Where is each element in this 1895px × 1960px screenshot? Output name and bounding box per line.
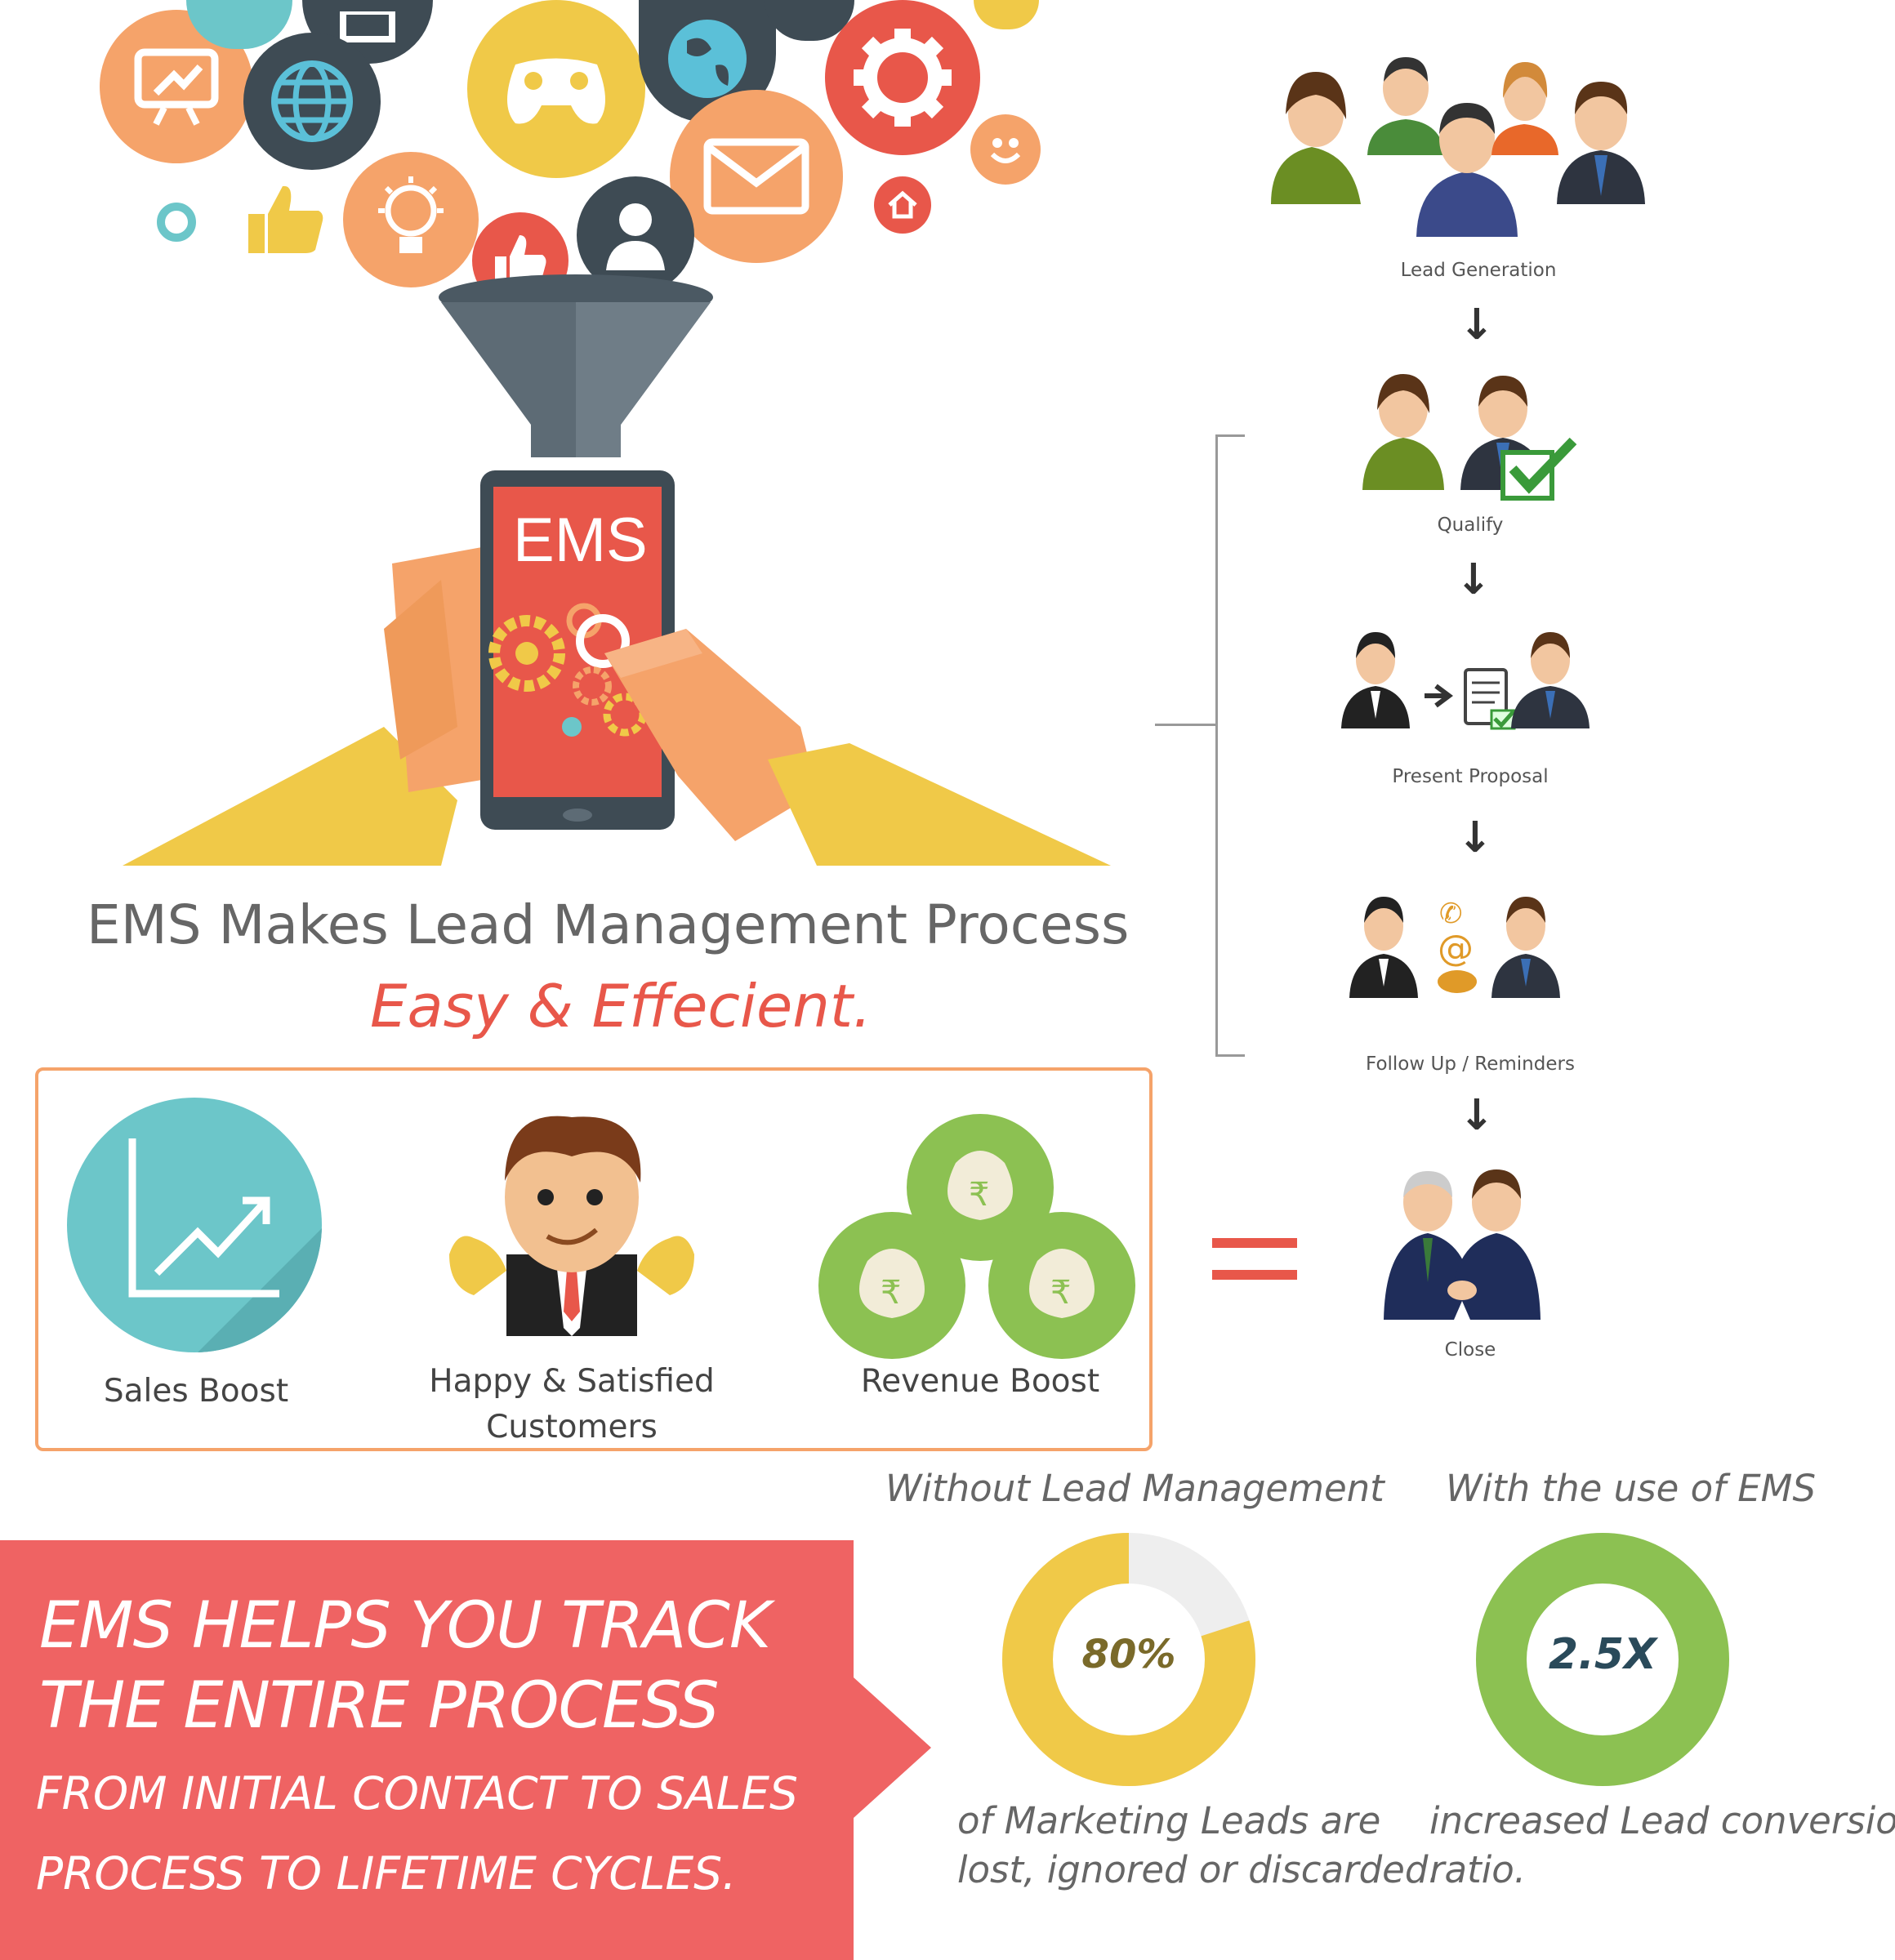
stat-with-desc-line1: increased Lead conversion: [1429, 1799, 1895, 1842]
flow-bracket-stem: [1155, 724, 1215, 726]
revenue-boost-icon: ₹ ₹ ₹: [817, 1114, 1135, 1359]
follow-up-icon: ✆ @: [1349, 897, 1560, 998]
home-icon: [874, 176, 931, 234]
flow-step-close: Close: [1444, 1339, 1496, 1361]
mail-icon: [670, 90, 843, 263]
stat-with-desc-line2: ratio.: [1429, 1848, 1527, 1891]
svg-text:₹: ₹: [969, 1176, 989, 1214]
banner-line2: THE ENTIRE PROCESS: [39, 1669, 720, 1743]
flow-bracket: [1215, 434, 1245, 1057]
stat-without-desc-line2: lost, ignored or discarded.: [957, 1848, 1440, 1891]
benefits-box: [35, 1067, 1153, 1451]
flow-step-present-proposal: Present Proposal: [1392, 766, 1549, 787]
equals-sign: [1212, 1238, 1297, 1248]
stat-with-donut: [1476, 1533, 1729, 1786]
stat-without-desc-line1: of Marketing Leads are: [957, 1799, 1381, 1842]
equals-sign-lower: [1212, 1270, 1297, 1280]
benefit-happy-label-line1: Happy & Satisfied: [429, 1363, 715, 1400]
phone-screen-label: EMS: [513, 506, 648, 575]
headline-subtitle: Easy & Effecient.: [369, 972, 872, 1040]
stat-with-title: With the use of EMS: [1446, 1467, 1817, 1510]
lightbulb-icon: [343, 152, 479, 287]
flow-arrow-1: ↓: [1459, 301, 1495, 350]
headline-title: EMS Makes Lead Management Process: [87, 893, 1130, 956]
stat-without-donut: [1002, 1533, 1255, 1786]
flow-arrow-4: ↓: [1459, 1091, 1495, 1140]
flow-arrow-3: ↓: [1457, 813, 1493, 862]
stat-with-value: 2.5X: [1548, 1630, 1657, 1679]
ring-icon: [157, 203, 196, 242]
present-proposal-icon: [1341, 632, 1590, 730]
user-icon: [577, 176, 694, 294]
smiley-icon: [970, 114, 1041, 185]
happy-customer-icon: [441, 1107, 702, 1336]
svg-text:₹: ₹: [881, 1274, 901, 1312]
qualify-icon: [1362, 374, 1577, 501]
close-handshake-icon: [1384, 1169, 1541, 1320]
sales-boost-icon: [67, 1098, 322, 1352]
globe-icon: [243, 33, 381, 170]
thumbs-up-icon: [245, 181, 327, 255]
gamepad-icon: [467, 0, 645, 178]
benefit-revenue-label: Revenue Boost: [860, 1363, 1100, 1400]
stat-without-value: 80%: [1081, 1632, 1176, 1677]
banner-line3: FROM INITIAL CONTACT TO SALES: [36, 1767, 798, 1820]
banner-line1: EMS HELPS YOU TRACK: [39, 1589, 771, 1663]
benefit-happy-label-line2: Customers: [486, 1409, 658, 1446]
svg-text:₹: ₹: [1050, 1274, 1071, 1312]
svg-text:@: @: [1438, 928, 1474, 969]
stat-without-title: Without Lead Management: [885, 1467, 1384, 1510]
banner-background: [0, 1540, 931, 1960]
bell-icon: [974, 0, 1039, 29]
benefit-sales-boost-label: Sales Boost: [103, 1373, 289, 1410]
gear-icon: [825, 0, 980, 155]
funnel-illustration: [123, 274, 1111, 866]
lead-generation-icon: [1271, 57, 1645, 237]
svg-text:✆: ✆: [1439, 898, 1463, 930]
flow-step-qualify: Qualify: [1437, 514, 1504, 536]
flow-step-lead-generation: Lead Generation: [1400, 260, 1557, 281]
banner-line4: PROCESS TO LIFETIME CYCLES.: [36, 1847, 737, 1900]
flow-arrow-2: ↓: [1456, 555, 1491, 604]
flow-step-follow-up: Follow Up / Reminders: [1366, 1054, 1575, 1075]
